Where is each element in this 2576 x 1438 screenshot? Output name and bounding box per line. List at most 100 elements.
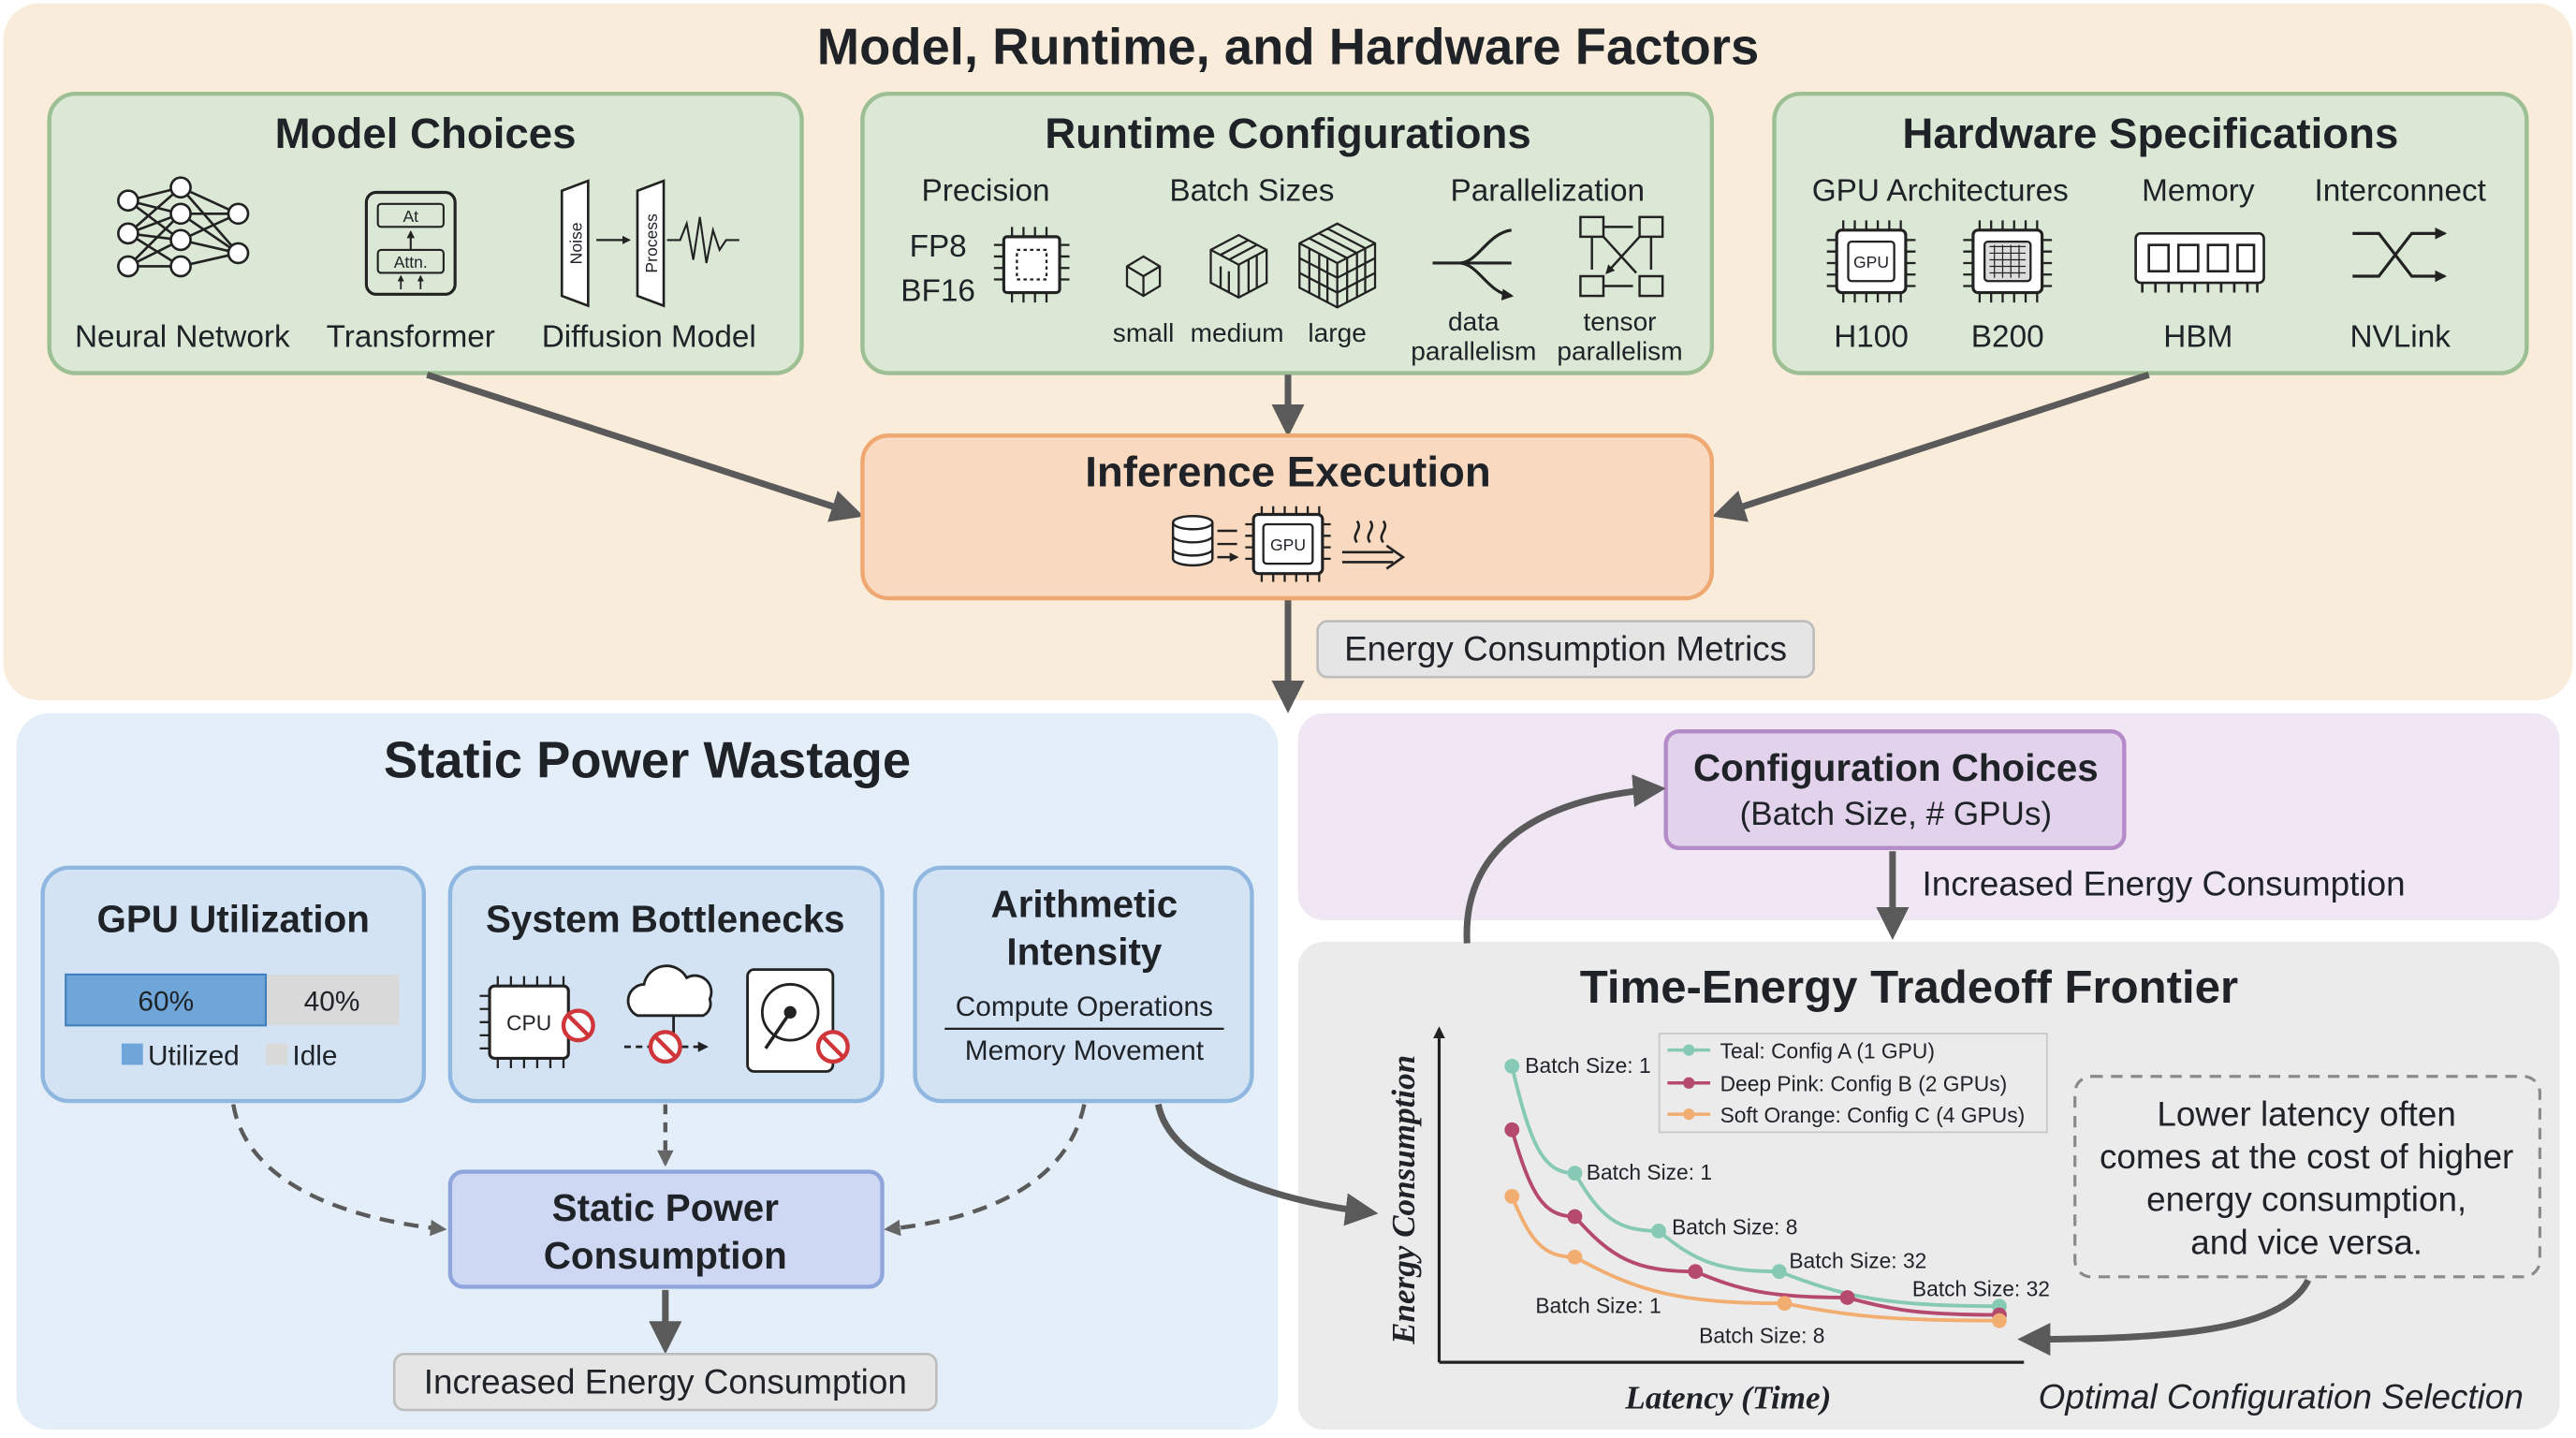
memory-label: Memory — [2142, 173, 2255, 208]
optimal-selection-label: Optimal Configuration Selection — [2039, 1377, 2524, 1416]
hard-drive-icon — [746, 968, 835, 1073]
data-label-0-0: Batch Size: 1 — [1525, 1053, 1650, 1078]
diffusion-icon-right-text: Process — [642, 213, 661, 273]
top-title: Model, Runtime, and Hardware Factors — [817, 19, 1759, 76]
heat-icon — [1341, 520, 1406, 570]
legend-pink-marker — [1683, 1077, 1695, 1089]
energy-metrics-label-box: Energy Consumption Metrics — [1316, 620, 1815, 679]
batch-small: small — [1113, 318, 1175, 347]
diffusion-icon: Noise Process — [560, 179, 739, 308]
cube-small-icon — [1125, 255, 1162, 298]
static-consumption-box: Static Power Consumption — [447, 1169, 885, 1289]
gpu-utilization-box: GPU Utilization 60% 40% Utilized Idle — [40, 865, 427, 1104]
gpu-util-title: GPU Utilization — [96, 897, 369, 940]
util-pct-idle: 40% — [304, 987, 360, 1018]
data-point-1-3 — [1839, 1290, 1855, 1305]
static-consumption-1: Static Power — [552, 1186, 780, 1229]
chart-legend: Teal: Config A (1 GPU) Deep Pink: Config… — [1658, 1033, 2048, 1134]
tensor-parallelism-2: parallelism — [1557, 337, 1682, 366]
cube-medium-icon — [1209, 233, 1268, 300]
data-point-0-1 — [1567, 1166, 1583, 1181]
cloud-network-icon — [623, 964, 713, 1052]
disk-blocked-icon — [815, 1030, 850, 1064]
legend-orange: Soft Orange: Config C (4 GPUs) — [1720, 1103, 2026, 1127]
nvlink-icon — [2352, 227, 2448, 283]
legend-utilized-swatch — [121, 1043, 143, 1065]
model-item-neural-network: Neural Network — [75, 319, 290, 354]
arith-title-1: Arithmetic — [991, 882, 1178, 925]
tensor-parallel-icon — [1579, 215, 1664, 298]
tradeoff-chart: Energy Consumption Latency (Time) Batch … — [1385, 1026, 2050, 1416]
legend-teal: Teal: Config A (1 GPU) — [1720, 1038, 1935, 1063]
legend-idle: Idle — [292, 1040, 337, 1071]
increased-energy-box: Increased Energy Consumption — [392, 1353, 938, 1412]
bottlenecks-title: System Bottlenecks — [486, 897, 845, 940]
hbm-memory-icon — [2134, 232, 2265, 293]
data-parallelism-2: parallelism — [1411, 337, 1536, 366]
data-point-0-3 — [1771, 1264, 1787, 1280]
chip-icon — [993, 227, 1070, 303]
increased-energy-label: Increased Energy Consumption — [424, 1362, 907, 1401]
system-bottlenecks-box: System Bottlenecks CPU — [447, 865, 885, 1104]
batch-medium: medium — [1191, 318, 1284, 347]
inference-gpu-icon: GPU — [1245, 506, 1331, 582]
model-item-diffusion: Diffusion Model — [542, 319, 756, 354]
legend-orange-marker — [1683, 1108, 1695, 1121]
y-axis-label: Energy Consumption — [1385, 1055, 1422, 1345]
data-point-2-1 — [1567, 1249, 1583, 1265]
optimal-selection-arrow — [2017, 1278, 2312, 1357]
inference-title: Inference Execution — [1085, 448, 1491, 496]
data-point-1-2 — [1688, 1264, 1704, 1280]
arith-denominator: Memory Movement — [965, 1035, 1205, 1066]
legend-pink: Deep Pink: Config B (2 GPUs) — [1720, 1072, 2008, 1096]
model-choices-box: Model Choices At Attn. Noise Process Neu… — [47, 91, 804, 375]
cpu-icon-text: CPU — [506, 1011, 551, 1035]
precision-bf16: BF16 — [900, 273, 975, 308]
runtime-config-title: Runtime Configurations — [1045, 110, 1531, 157]
batch-sizes-label: Batch Sizes — [1169, 173, 1334, 208]
legend-utilized: Utilized — [148, 1040, 240, 1071]
hardware-spec-box: Hardware Specifications GPU Architecture… — [1772, 91, 2529, 375]
tradeoff-note-2: comes at the cost of higher — [2100, 1137, 2513, 1176]
data-parallel-icon — [1432, 228, 1511, 296]
energy-metrics-label: Energy Consumption Metrics — [1344, 630, 1787, 668]
hw-item-nvlink: NVLink — [2349, 319, 2451, 354]
cpu-icon: CPU — [479, 976, 570, 1068]
data-label-0-2: Batch Size: 8 — [1672, 1214, 1797, 1239]
precision-label: Precision — [922, 173, 1050, 208]
h100-chip-icon: GPU — [1826, 220, 1916, 303]
data-label-2-2: Batch Size: 8 — [1699, 1323, 1824, 1347]
neural-network-icon — [117, 176, 250, 278]
hw-item-hbm: HBM — [2163, 319, 2232, 354]
static-consumption-2: Consumption — [544, 1234, 787, 1277]
b200-chip-icon — [1963, 220, 2053, 303]
arithmetic-intensity-box: Arithmetic Intensity Compute Operations … — [913, 865, 1254, 1104]
tradeoff-note-1: Lower latency often — [2157, 1094, 2456, 1133]
static-title: Static Power Wastage — [384, 731, 911, 788]
data-point-2-3 — [1992, 1313, 2007, 1328]
model-choices-title: Model Choices — [275, 110, 577, 157]
arith-numerator: Compute Operations — [956, 991, 1213, 1022]
static-flow-arrows — [231, 1103, 1379, 1355]
hardware-spec-title: Hardware Specifications — [1902, 110, 2398, 157]
data-label-0-3: Batch Size: 32 — [1789, 1249, 1926, 1273]
legend-teal-marker — [1683, 1044, 1695, 1056]
data-point-0-2 — [1651, 1224, 1666, 1239]
inference-box: Inference Execution GPU — [860, 433, 1715, 601]
data-point-1-0 — [1504, 1122, 1520, 1137]
h100-chip-text: GPU — [1853, 253, 1889, 271]
tradeoff-note-4: and vice versa. — [2190, 1223, 2422, 1261]
tradeoff-note-3: energy consumption, — [2146, 1181, 2466, 1219]
interconnect-label: Interconnect — [2314, 173, 2486, 208]
config-choices-box: Configuration Choices (Batch Size, # GPU… — [1663, 728, 2127, 850]
transformer-icon-top-text: At — [402, 207, 418, 226]
runtime-config-box: Runtime Configurations Precision FP8 BF1… — [860, 91, 1715, 375]
data-point-2-2 — [1777, 1296, 1793, 1312]
data-point-2-0 — [1504, 1188, 1520, 1204]
batch-large: large — [1308, 318, 1366, 347]
x-axis-label: Latency (Time) — [1624, 1379, 1831, 1416]
config-subtitle: (Batch Size, # GPUs) — [1740, 796, 2053, 832]
config-title: Configuration Choices — [1693, 746, 2099, 789]
